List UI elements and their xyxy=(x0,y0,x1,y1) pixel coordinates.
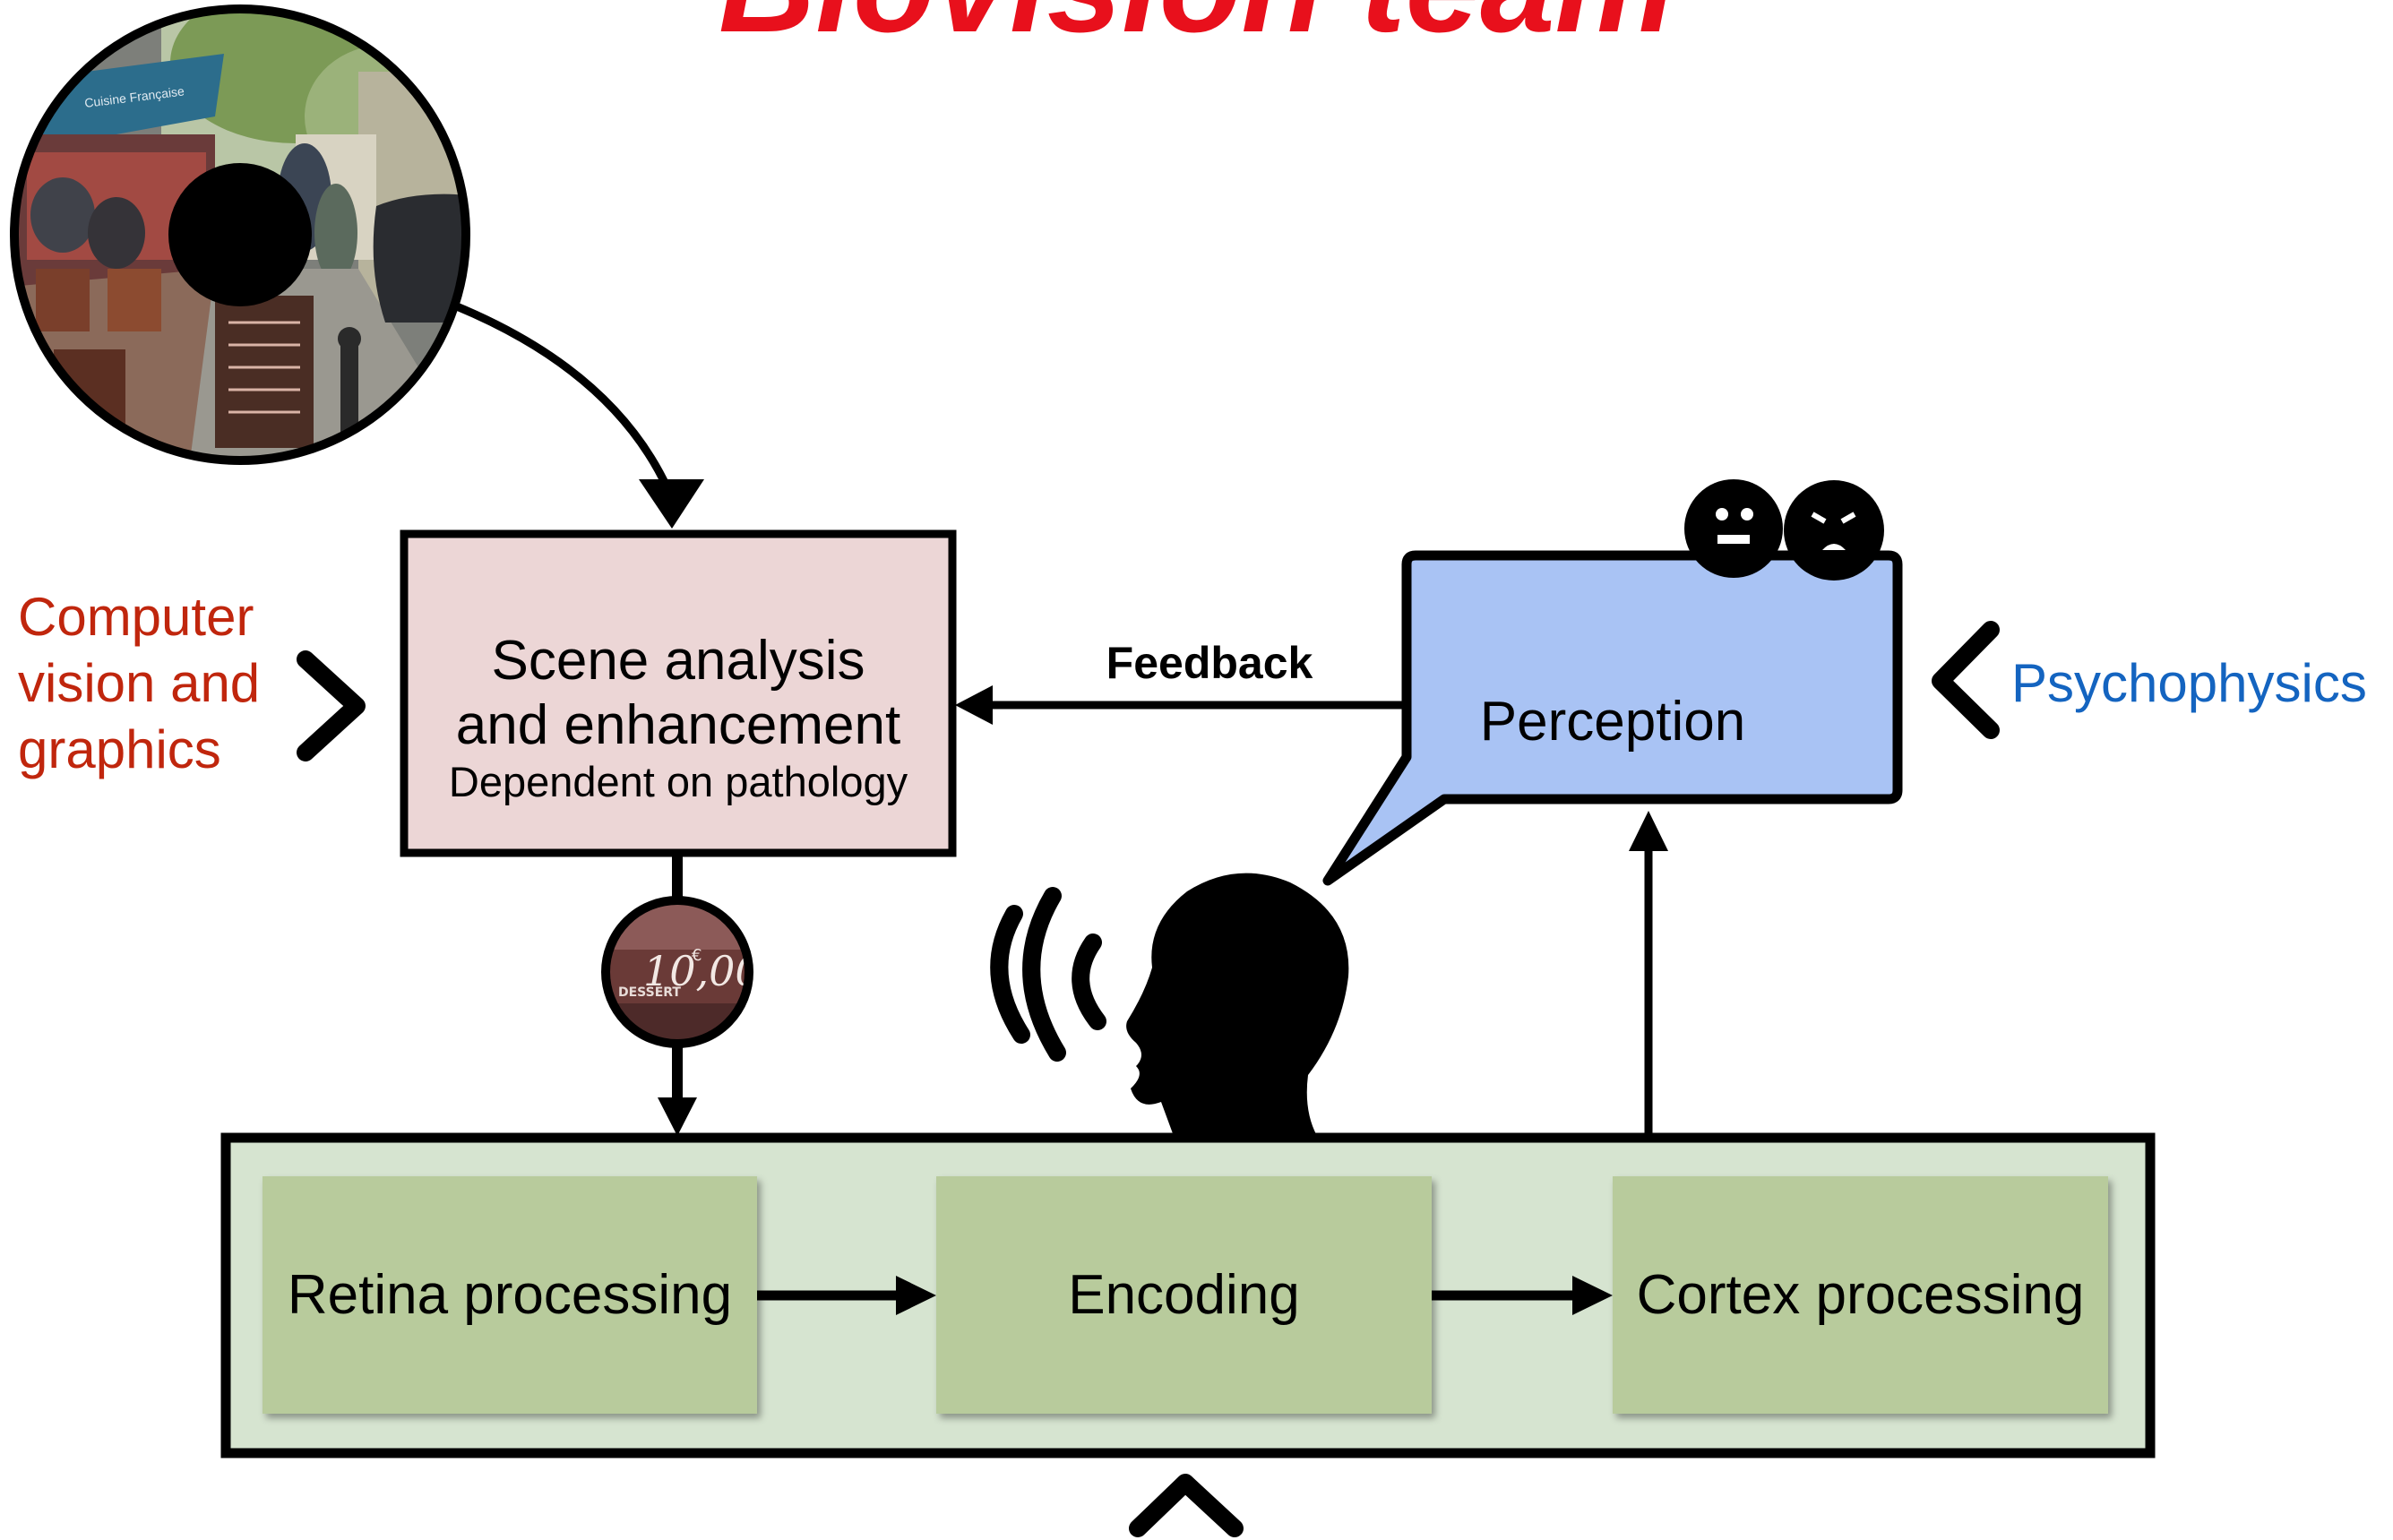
scene-analysis-line2: and enhancement xyxy=(455,694,901,756)
psychophysics-label: Psychophysics xyxy=(2011,653,2367,713)
pipeline-to-perception-arrowhead xyxy=(1629,811,1668,851)
chevron-left-icon xyxy=(1932,621,2000,739)
photo-to-scene-arrow xyxy=(451,300,672,490)
dessert-word-text: DESSERT xyxy=(618,985,681,1000)
encoding-box xyxy=(936,1176,1432,1414)
scene-analysis-line1: Scene analysis xyxy=(491,630,865,692)
speaking-head-icon xyxy=(1126,873,1349,1136)
computer-vision-label-line2: vision and xyxy=(18,653,261,713)
retina-to-encoding-arrowhead xyxy=(896,1276,936,1315)
feedback-arrowhead xyxy=(955,685,993,725)
black-scotoma-icon xyxy=(168,163,312,306)
currency-text: € xyxy=(692,946,702,965)
price-text: 10,00 xyxy=(643,947,762,995)
computer-vision-label: Computer vision and graphics xyxy=(18,584,260,783)
feedback-label: Feedback xyxy=(1106,638,1313,688)
perception-bubble xyxy=(1322,550,1903,886)
chevron-right-icon xyxy=(297,650,366,761)
scene-analysis-line3: Dependent on pathology xyxy=(448,758,908,805)
encoding-label: Encoding xyxy=(1068,1264,1300,1326)
photo-to-scene-arrowhead xyxy=(639,479,704,529)
cortex-processing-label: Cortex processing xyxy=(1636,1264,2085,1326)
scene-analysis-box xyxy=(400,529,957,857)
sound-waves-icon xyxy=(990,887,1106,1062)
computer-vision-label-line3: graphics xyxy=(18,719,221,779)
chevron-up-icon xyxy=(1129,1474,1244,1537)
dessert-price-sign-icon: 10,00 € DESSERT xyxy=(601,896,762,1048)
scene-to-pipeline-arrowhead xyxy=(658,1097,697,1136)
cortex-processing-box xyxy=(1613,1176,2108,1414)
computer-vision-label-line1: Computer xyxy=(18,587,254,647)
retina-processing-box xyxy=(263,1176,757,1414)
page-title: Biovision team xyxy=(0,0,2393,52)
encoding-to-cortex-arrowhead xyxy=(1572,1276,1613,1315)
happy-face-icon xyxy=(1684,479,1783,578)
perception-label: Perception xyxy=(1479,691,1746,753)
retina-processing-label: Retina processing xyxy=(287,1264,733,1326)
sad-face-icon xyxy=(1784,480,1884,581)
scene-analysis-text: Scene analysis and enhancement Dependent… xyxy=(410,627,946,808)
